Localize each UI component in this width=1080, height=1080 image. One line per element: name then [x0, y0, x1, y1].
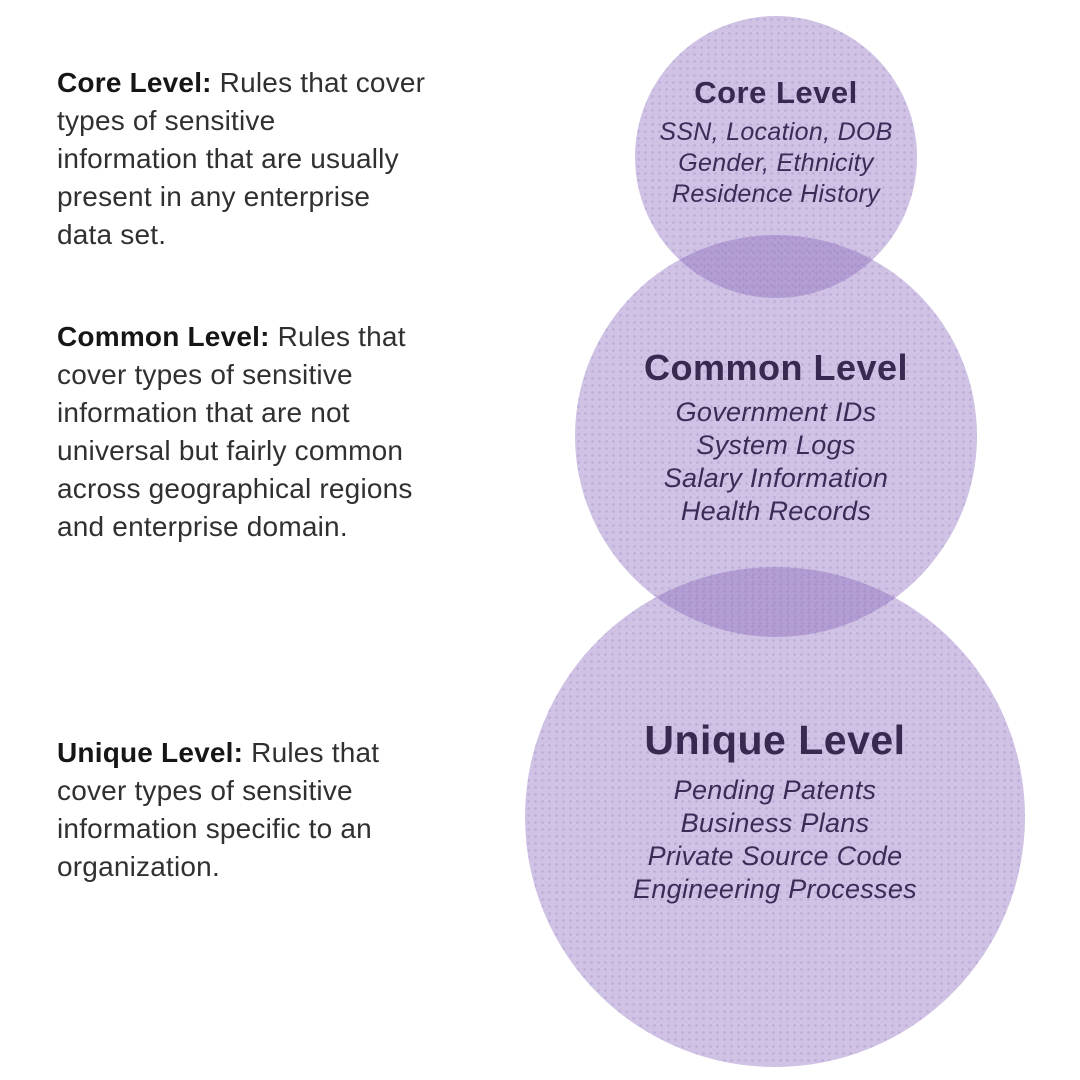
circle-item: Business Plans: [680, 808, 870, 838]
unique-level-circle: [525, 567, 1025, 1067]
core-level-description-text: Rules that cover types of sensitive info…: [57, 67, 426, 250]
core-level-description: Core Level: Rules that cover types of se…: [57, 64, 477, 254]
circle-item: System Logs: [696, 430, 856, 460]
core-level-circle-title: Core Level: [694, 75, 858, 110]
circle-item: Government IDs: [675, 397, 877, 427]
common-level-description-label: Common Level:: [57, 321, 270, 352]
circle-item: Private Source Code: [647, 841, 903, 871]
unique-level-circle-text: Unique Level Pending Patents Business Pl…: [545, 714, 1005, 906]
common-level-description: Common Level: Rules that cover types of …: [57, 318, 477, 546]
common-level-circle-text: Common Level Government IDs System Logs …: [596, 346, 956, 528]
circle-item: Engineering Processes: [633, 874, 917, 904]
core-level-circle-text: Core Level SSN, Location, DOB Gender, Et…: [626, 74, 926, 210]
circle-item: Health Records: [680, 496, 872, 526]
circle-item: Gender, Ethnicity: [678, 149, 874, 177]
circle-item: Salary Information: [663, 463, 889, 493]
common-level-description-text: Rules that cover types of sensitive info…: [57, 321, 413, 542]
core-level-description-label: Core Level:: [57, 67, 212, 98]
circle-item: SSN, Location, DOB: [659, 118, 893, 146]
unique-level-description: Unique Level: Rules that cover types of …: [57, 734, 477, 886]
unique-level-description-text: Rules that cover types of sensitive info…: [57, 737, 380, 882]
unique-level-circle-title: Unique Level: [644, 717, 906, 763]
unique-level-description-label: Unique Level:: [57, 737, 244, 768]
common-level-circle: [575, 235, 977, 637]
circle-item: Residence History: [672, 180, 880, 208]
common-level-circle-title: Common Level: [643, 347, 909, 388]
core-level-circle: [635, 16, 917, 298]
circle-item: Pending Patents: [673, 775, 877, 805]
